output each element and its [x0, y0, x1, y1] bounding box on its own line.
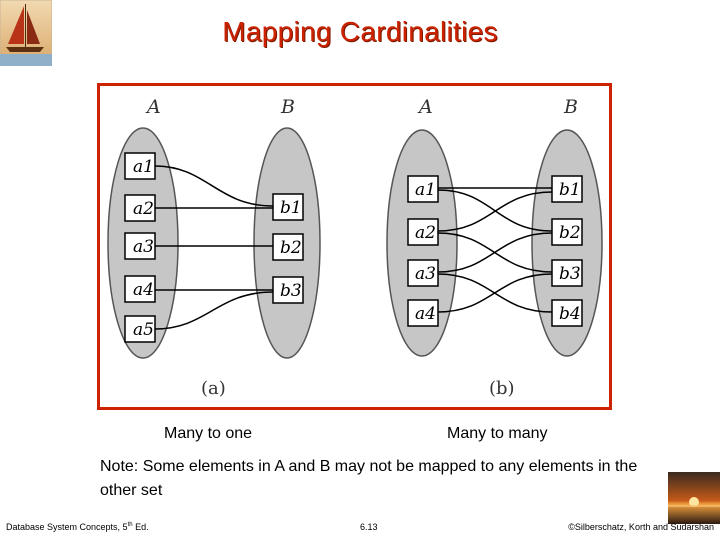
element-b2: b2 — [551, 218, 583, 246]
element-b3: b3 — [551, 259, 583, 287]
panel-many-to-one: A B a1 a2 a3 a4 a5 b1 b2 b3 (a) — [107, 96, 321, 399]
svg-text:a4: a4 — [133, 280, 154, 300]
caption-many-to-one: Many to one — [164, 425, 253, 442]
footer-book-title: Database System Concepts, 5th Ed. — [6, 522, 149, 532]
svg-text:a2: a2 — [133, 199, 154, 219]
svg-text:a3: a3 — [415, 264, 436, 284]
element-a3: a3 — [124, 232, 156, 260]
panel-a-sublabel: (a) — [201, 378, 226, 399]
svg-text:b3: b3 — [559, 264, 581, 284]
sailboat-logo — [0, 0, 52, 66]
svg-text:b2: b2 — [559, 223, 581, 243]
sunset-logo — [668, 472, 720, 524]
edge-a1-b1 — [154, 165, 274, 207]
footer-page-number: 6.13 — [360, 522, 378, 532]
set-a-label: A — [417, 96, 433, 118]
element-a4: a4 — [407, 299, 439, 327]
element-a2: a2 — [124, 194, 156, 222]
svg-text:a5: a5 — [133, 320, 154, 340]
element-b4: b4 — [551, 299, 583, 327]
slide-title: Mapping Cardinalities — [222, 16, 498, 47]
svg-text:b1: b1 — [280, 198, 302, 218]
svg-text:a3: a3 — [133, 237, 154, 257]
element-a1: a1 — [407, 175, 439, 203]
caption-many-to-many: Many to many — [447, 425, 548, 442]
set-b-label: B — [280, 96, 295, 118]
edge-a3-b2 — [437, 232, 553, 273]
svg-text:b2: b2 — [280, 238, 302, 258]
panel-many-to-many: A B a1 a2 a3 a4 b1 b2 b3 b4 (b) — [386, 96, 603, 399]
element-a4: a4 — [124, 275, 156, 303]
element-a3: a3 — [407, 259, 439, 287]
panel-b-sublabel: (b) — [489, 378, 515, 399]
element-a2: a2 — [407, 218, 439, 246]
svg-text:a1: a1 — [415, 180, 436, 200]
diagram-frame — [97, 83, 612, 410]
svg-text:a4: a4 — [415, 304, 436, 324]
svg-text:b4: b4 — [559, 304, 581, 324]
svg-text:b3: b3 — [280, 281, 302, 301]
element-b1: b1 — [551, 175, 583, 203]
edge-a5-b3 — [154, 291, 274, 330]
edge-a2-b1 — [437, 191, 553, 232]
set-b-label: B — [563, 96, 578, 118]
edge-a4-b3 — [437, 273, 553, 313]
element-b3: b3 — [272, 276, 304, 304]
element-a1: a1 — [124, 152, 156, 180]
svg-text:a1: a1 — [133, 157, 154, 177]
svg-text:a2: a2 — [415, 223, 436, 243]
element-b1: b1 — [272, 193, 304, 221]
edge-a1-b2 — [437, 189, 553, 232]
element-b2: b2 — [272, 233, 304, 261]
cardinality-diagram: A B a1 a2 a3 a4 a5 b1 b2 b3 (a) A — [97, 83, 612, 410]
set-a-label: A — [145, 96, 161, 118]
footer-copyright: ©Silberschatz, Korth and Sudarshan — [568, 522, 714, 532]
element-a5: a5 — [124, 315, 156, 343]
svg-text:b1: b1 — [559, 180, 581, 200]
note-text: Note: Some elements in A and B may not b… — [100, 458, 638, 499]
